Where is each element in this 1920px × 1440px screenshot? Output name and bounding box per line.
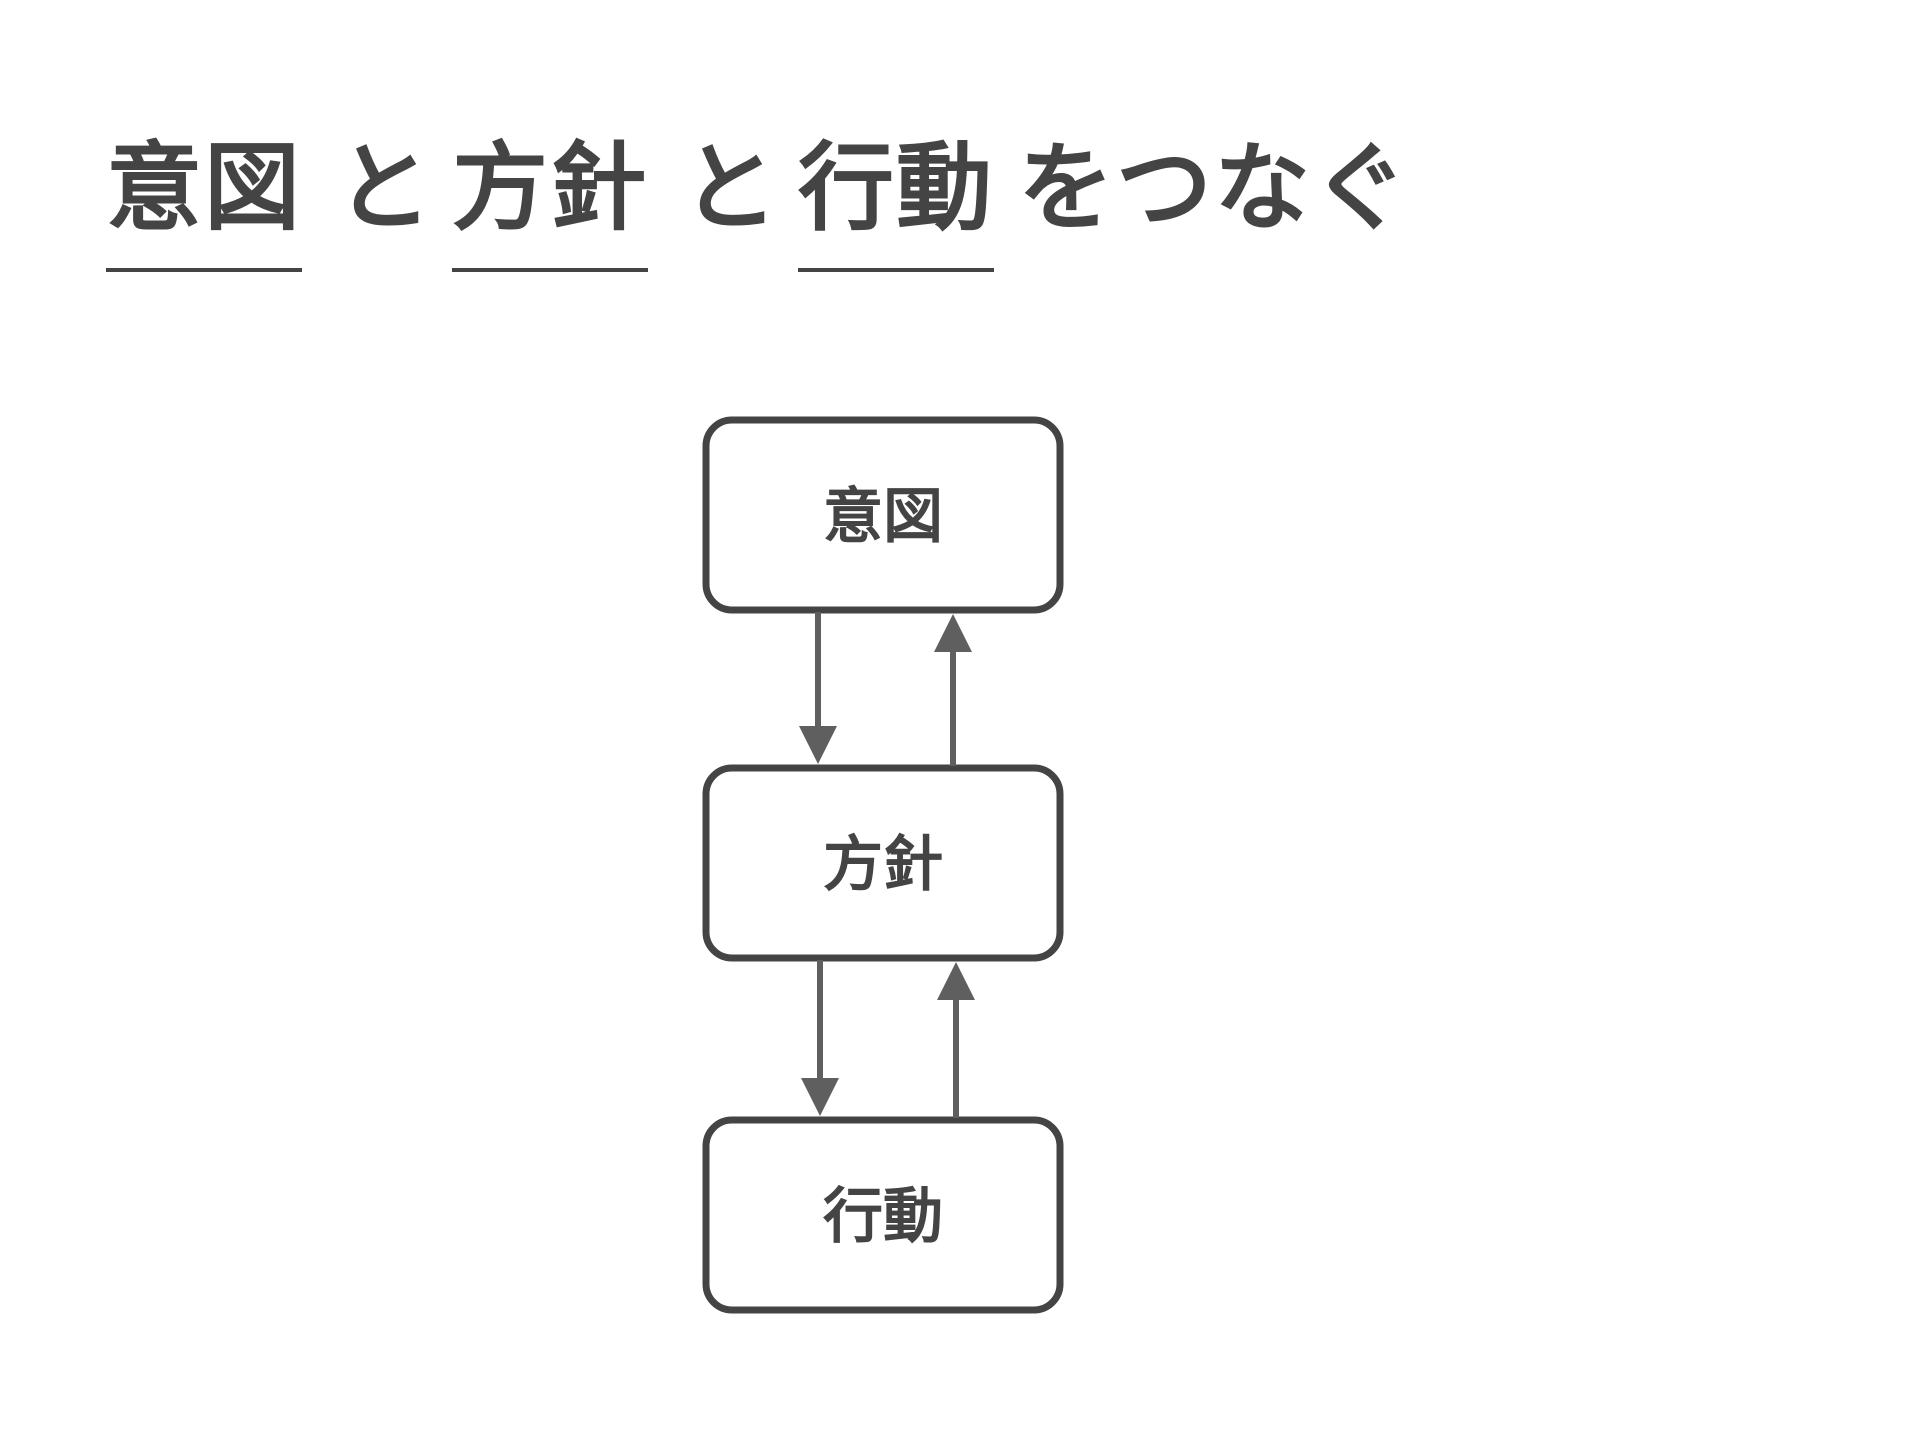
title-segment-1: 意図 [106,140,302,272]
title-keyword-intent: 意図 [106,140,302,272]
arrowhead-up-icon [934,614,972,652]
title-connector-1: と [336,132,434,244]
node-intent-box [702,416,1064,614]
title-keyword-action: 行動 [798,140,994,272]
title-suffix: をつなぐ [1018,132,1410,244]
edge-policy-to-intent [934,614,972,766]
title-segment-2: 方針 [452,140,648,272]
arrowhead-down-icon [801,1078,839,1116]
title-connector-2: と [682,132,780,244]
node-action-label: 行動 [823,1182,943,1252]
title-keyword-policy: 方針 [452,140,648,272]
edge-policy-to-action [801,960,839,1116]
arrowhead-down-icon [799,726,837,764]
edge-intent-to-policy [799,612,837,764]
node-action-box [702,1116,1064,1314]
node-intent-label: 意図 [823,482,943,552]
edge-action-to-policy [937,962,975,1118]
title-segment-3: 行動 [798,140,994,272]
node-policy-box [702,764,1064,962]
arrowhead-up-icon [937,962,975,1000]
node-policy-label: 方針 [823,830,943,900]
